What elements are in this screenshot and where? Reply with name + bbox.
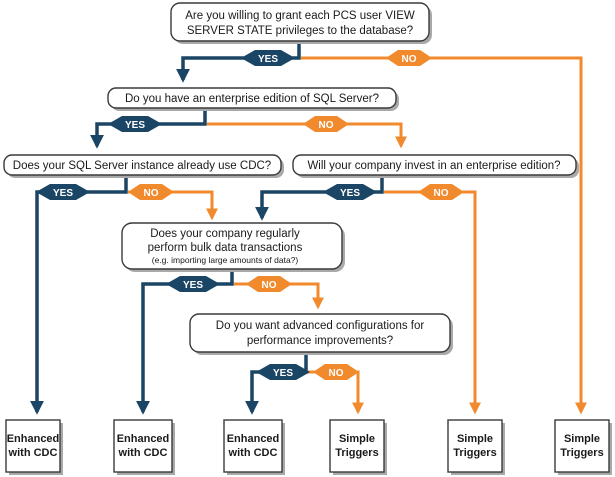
svg-text:YES: YES bbox=[183, 280, 203, 291]
result-6-line-1: Simple bbox=[564, 433, 600, 445]
svg-text:YES: YES bbox=[273, 368, 293, 379]
result-6-line-2: Triggers bbox=[560, 447, 603, 459]
question-1: Are you willing to grant each PCS user V… bbox=[170, 2, 432, 44]
q4-yes-connector bbox=[255, 177, 384, 221]
svg-text:NO: NO bbox=[329, 368, 344, 379]
svg-text:NO: NO bbox=[144, 188, 159, 199]
q6-yes-connector bbox=[245, 352, 308, 415]
branch-labels: YES NO YES NO YES NO YES NO bbox=[36, 50, 464, 380]
question-2-line-1: Do you have an enterprise edition of SQL… bbox=[125, 93, 379, 105]
svg-text:NO: NO bbox=[402, 54, 417, 65]
result-1-line-1: Enhanced bbox=[7, 433, 60, 445]
question-3: Does your SQL Server instance already us… bbox=[3, 154, 284, 178]
result-1: Enhanced with CDC bbox=[5, 419, 63, 475]
question-5-line-1: Does your company regularly bbox=[150, 228, 300, 240]
q2-no-label: NO bbox=[303, 116, 349, 132]
question-1-line-1: Are you willing to grant each PCS user V… bbox=[185, 10, 415, 22]
question-5: Does your company regularly perform bulk… bbox=[121, 222, 345, 272]
result-3-line-2: with CDC bbox=[228, 447, 278, 459]
result-3: Enhanced with CDC bbox=[223, 419, 285, 475]
q3-yes-label: YES bbox=[36, 184, 90, 200]
svg-text:YES: YES bbox=[258, 54, 278, 65]
result-5-line-1: Simple bbox=[457, 433, 493, 445]
question-5-line-2: perform bulk data transactions bbox=[148, 242, 303, 254]
question-2: Do you have an enterprise edition of SQL… bbox=[107, 87, 399, 111]
q5-yes-label: YES bbox=[166, 276, 220, 292]
result-3-line-1: Enhanced bbox=[227, 433, 280, 445]
question-6-line-2: performance improvements? bbox=[247, 335, 393, 347]
q4-yes-label: YES bbox=[323, 184, 377, 200]
svg-text:NO: NO bbox=[434, 188, 449, 199]
q3-yes-connector bbox=[30, 177, 128, 415]
question-1-line-2: SERVER STATE privileges to the database? bbox=[187, 25, 413, 37]
result-2-line-1: Enhanced bbox=[117, 433, 170, 445]
q4-no-connector bbox=[384, 190, 481, 415]
q3-no-label: NO bbox=[128, 184, 174, 200]
result-6: Simple Triggers bbox=[554, 419, 612, 475]
question-5-note: (e.g. importing large amounts of data?) bbox=[152, 255, 299, 265]
result-4: Simple Triggers bbox=[329, 419, 387, 475]
result-4-line-2: Triggers bbox=[335, 447, 378, 459]
svg-text:YES: YES bbox=[340, 188, 360, 199]
q4-no-label: NO bbox=[418, 184, 464, 200]
question-4: Will your company invest in an enterpris… bbox=[292, 154, 579, 178]
q2-yes-label: YES bbox=[108, 116, 162, 132]
svg-text:NO: NO bbox=[319, 120, 334, 131]
question-3-line-1: Does your SQL Server instance already us… bbox=[13, 160, 271, 172]
q5-no-label: NO bbox=[246, 276, 292, 292]
question-4-line-1: Will your company invest in an enterpris… bbox=[307, 160, 560, 172]
q2-no-connector bbox=[207, 122, 407, 149]
svg-text:YES: YES bbox=[125, 120, 145, 131]
svg-text:YES: YES bbox=[53, 188, 73, 199]
q6-yes-label: YES bbox=[256, 364, 310, 380]
result-2-line-2: with CDC bbox=[118, 447, 168, 459]
q6-no-label: NO bbox=[313, 364, 359, 380]
svg-text:NO: NO bbox=[262, 280, 277, 291]
result-5-line-2: Triggers bbox=[453, 447, 496, 459]
result-2: Enhanced with CDC bbox=[113, 419, 175, 475]
q1-yes-label: YES bbox=[241, 50, 295, 66]
question-6-line-1: Do you want advanced configurations for bbox=[216, 320, 425, 332]
result-5: Simple Triggers bbox=[447, 419, 505, 475]
result-1-line-2: with CDC bbox=[8, 447, 58, 459]
question-6: Do you want advanced configurations for … bbox=[189, 313, 453, 355]
q1-no-label: NO bbox=[386, 50, 432, 66]
result-4-line-1: Simple bbox=[339, 433, 375, 445]
